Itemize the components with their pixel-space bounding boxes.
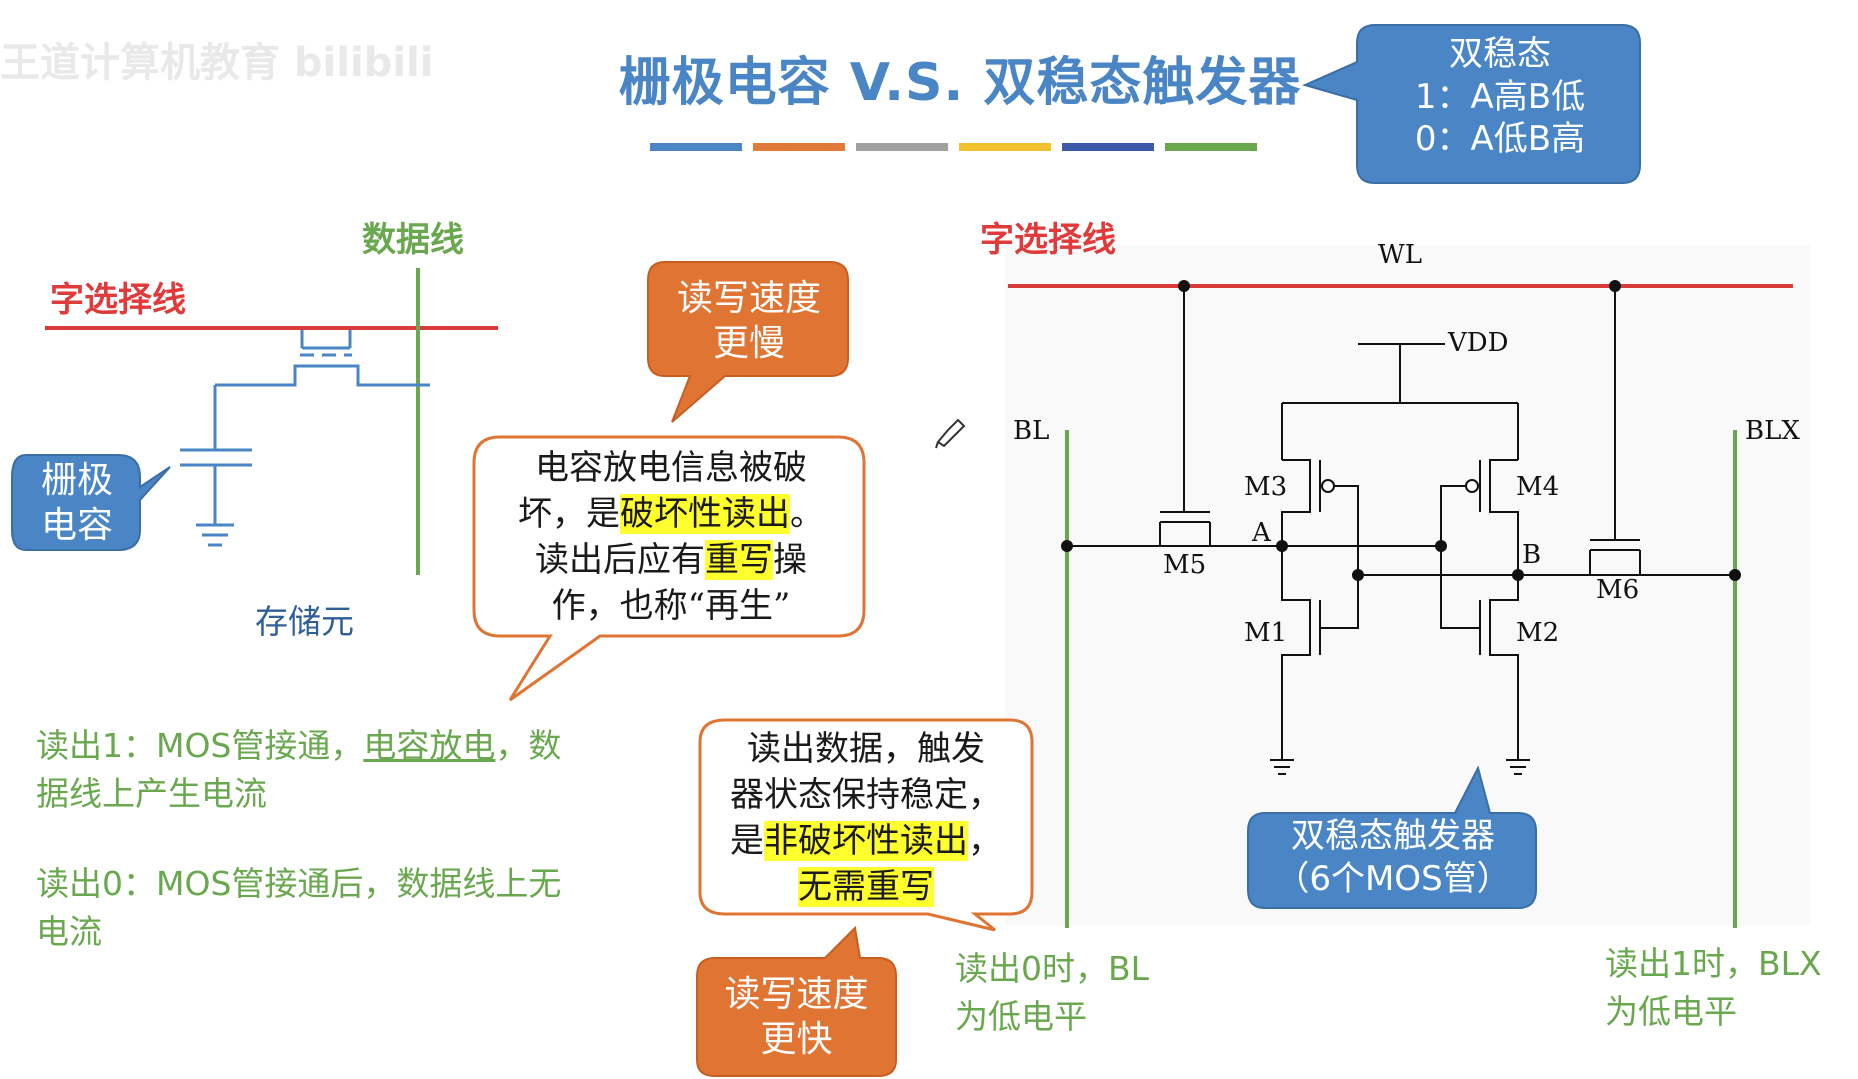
bistable-callout: 双稳态 1：A高B低 0：A低B高 — [1360, 33, 1640, 161]
color-bar-5 — [1062, 143, 1154, 151]
bistable-callout-state-1: 1：A高B低 — [1414, 76, 1586, 117]
bubble-right-line-1: 读出数据，触发 — [747, 729, 985, 769]
node-a-label: A — [1252, 518, 1271, 548]
flipflop-callout: 双稳态触发器 （6个MOS管） — [1250, 815, 1536, 900]
read-1-blx-note-2: 为低电平 — [1605, 991, 1737, 1031]
bubble-right-line-3: 是非破坏性读出， — [700, 819, 1032, 865]
rewrite-highlight: 重写 — [705, 539, 773, 580]
m6-label: M6 — [1596, 575, 1640, 605]
bubble-right-line-3a: 是 — [730, 820, 764, 861]
read-1-blx-note-1: 读出1时，BLX — [1605, 944, 1822, 983]
bistable-callout-title: 双稳态 — [1449, 34, 1551, 74]
left-word-line-label: 字选择线 — [50, 280, 186, 320]
capacitor-discharge-underline: 电容放电 — [363, 726, 496, 765]
gate-capacitor-label-2: 电容 — [40, 505, 113, 546]
bubble-left-line-2c: 。 — [790, 493, 824, 534]
fast-speed-callout-shape — [696, 925, 897, 1077]
sram-circuit — [1067, 286, 1735, 775]
flipflop-callout-text-2: （6个MOS管） — [1275, 858, 1511, 899]
page-title: 栅极电容 V.S. 双稳态触发器 — [618, 53, 1302, 113]
bubble-left-line-2: 坏，是破坏性读出。 — [478, 492, 864, 538]
gate-capacitor-callout: 栅极 电容 — [14, 458, 140, 548]
read-0-text-b: 电流 — [36, 911, 102, 951]
bl-label: BL — [1013, 416, 1050, 446]
m1-label: M1 — [1244, 618, 1288, 648]
slow-speed-callout: 读写速度 更慢 — [650, 276, 848, 366]
slow-speed-text-2: 更慢 — [712, 323, 785, 364]
color-bar-4 — [959, 143, 1051, 151]
bistable-callout-state-0: 0：A低B高 — [1414, 119, 1586, 159]
flipflop-callout-text-1: 双稳态触发器 — [1291, 816, 1495, 856]
fast-speed-text-2: 更快 — [760, 1019, 833, 1060]
watermark: 王道计算机教育 bilibili — [0, 40, 434, 86]
slow-speed-callout-shape — [647, 261, 849, 423]
read-1-explanation: 读出1：MOS管接通，电容放电，数 据线上产生电流 — [36, 722, 636, 818]
bubble-left-line-1: 电容放电信息被破 — [535, 448, 807, 488]
flipflop-callout-shape — [1247, 765, 1537, 909]
fast-speed-callout: 读写速度 更快 — [697, 972, 896, 1062]
read-1-blx-note: 读出1时，BLX 为低电平 — [1605, 940, 1822, 1036]
right-word-line-label: 字选择线 — [980, 220, 1116, 260]
bubble-left-line-3: 读出后应有重写操 — [478, 538, 864, 584]
bubble-right-line-2: 器状态保持稳定， — [730, 774, 1002, 815]
sram-panel — [1005, 245, 1810, 925]
read-0-bl-note: 读出0时，BL 为低电平 — [955, 945, 1149, 1041]
read-0-explanation: 读出0：MOS管接通后，数据线上无 电流 — [36, 860, 656, 956]
color-bar-1 — [650, 143, 742, 151]
m5-label: M5 — [1163, 550, 1207, 580]
destructive-read-bubble: 电容放电信息被破 坏，是破坏性读出。 读出后应有重写操 作，也称“再生” — [478, 446, 864, 630]
read-0-text-a: 读出0：MOS管接通后，数据线上无 — [36, 864, 562, 903]
left-data-line-label: 数据线 — [362, 220, 464, 260]
m4-label: M4 — [1516, 472, 1560, 502]
bistable-callout-shape — [1302, 24, 1641, 184]
gate-capacitor-label-1: 栅极 — [40, 460, 113, 501]
m3-label: M3 — [1244, 472, 1288, 502]
color-bar-3 — [856, 143, 948, 151]
nondestructive-read-bubble: 读出数据，触发 器状态保持稳定， 是非破坏性读出， 无需重写 — [700, 727, 1032, 911]
storage-cell-label: 存储元 — [255, 602, 354, 641]
read-1-text-c: ，数 — [495, 726, 562, 765]
wl-label: WL — [1378, 240, 1422, 270]
fast-speed-text-1: 读写速度 — [724, 974, 869, 1015]
read-0-bl-note-2: 为低电平 — [955, 996, 1087, 1036]
bubble-left-line-2a: 坏，是 — [518, 493, 620, 534]
color-bar-2 — [753, 143, 845, 151]
no-rewrite-highlight: 无需重写 — [798, 866, 934, 907]
slow-speed-text-1: 读写速度 — [676, 278, 821, 319]
bubble-left-line-3a: 读出后应有 — [535, 539, 705, 580]
vdd-label: VDD — [1448, 328, 1509, 358]
left-mos-transistor — [213, 330, 430, 450]
gate-capacitor-callout-shape — [11, 454, 171, 551]
nondestructive-read-highlight: 非破坏性读出 — [764, 820, 968, 861]
blx-label: BLX — [1745, 416, 1800, 446]
bubble-left-line-3c: 操 — [773, 539, 807, 580]
left-capacitor — [180, 448, 252, 547]
bubble-left-line-4: 作，也称“再生” — [551, 585, 791, 626]
node-b-label: B — [1522, 540, 1542, 570]
color-bar-6 — [1165, 143, 1257, 151]
read-0-bl-note-1: 读出0时，BL — [955, 949, 1150, 988]
pencil-icon — [935, 418, 966, 449]
read-1-text-d: 据线上产生电流 — [36, 773, 267, 813]
destructive-read-highlight: 破坏性读出 — [620, 493, 790, 534]
read-1-text-a: 读出1：MOS管接通， — [36, 726, 364, 765]
bubble-right-line-3c: ， — [968, 820, 1002, 861]
m2-label: M2 — [1516, 618, 1560, 648]
